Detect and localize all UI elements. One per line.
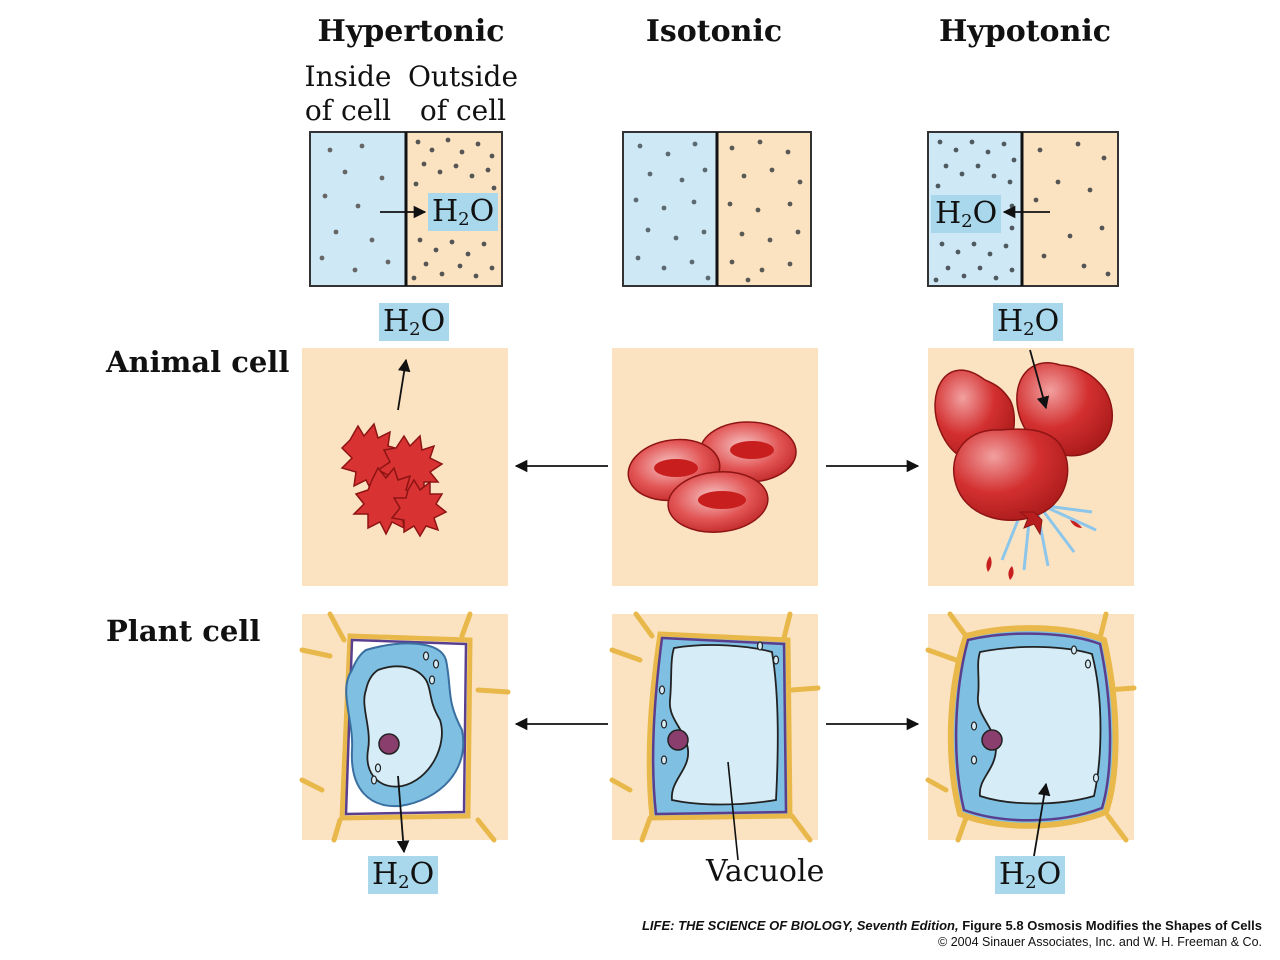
label-inside: Inside — [304, 60, 392, 93]
label-of-cell-outside: of cell — [419, 94, 507, 127]
source-credit: LIFE: THE SCIENCE OF BIOLOGY, Seventh Ed… — [642, 918, 1262, 933]
water-label-top-hypertonic: H2O — [428, 193, 499, 231]
label-outside: Outside — [407, 60, 519, 93]
plant-cell-plasmolyzed — [339, 633, 473, 854]
water-label-plant-hypertonic: H2O — [368, 856, 439, 894]
water-label-animal-hypotonic: H2O — [993, 303, 1064, 341]
header-hypertonic: Hypertonic — [317, 14, 505, 49]
row-label-animal-cell: Animal cell — [106, 345, 290, 379]
header-isotonic: Isotonic — [645, 14, 783, 49]
vacuole-label: Vacuole — [706, 854, 825, 889]
book-title: LIFE: THE SCIENCE OF BIOLOGY, Seventh Ed… — [641, 918, 959, 933]
solution-box-isotonic — [622, 131, 812, 287]
solute-dots-inside — [319, 143, 391, 273]
label-of-cell-inside: of cell — [304, 94, 392, 127]
plant-cell-flaccid — [646, 631, 793, 861]
normal-red-blood-cells — [627, 421, 797, 533]
water-label-top-hypotonic: H2O — [931, 195, 1002, 233]
water-label-plant-hypotonic: H2O — [995, 856, 1066, 894]
figure-caption: Figure 5.8 Osmosis Modifies the Shapes o… — [958, 918, 1262, 933]
header-hypotonic: Hypotonic — [938, 14, 1112, 49]
label-outside-of-cell: Outside of cell — [403, 60, 523, 128]
solute-dots-outside — [411, 137, 497, 281]
label-inside-of-cell: Inside of cell — [298, 60, 398, 128]
plant-cell-turgid — [947, 625, 1119, 857]
shriveled-red-blood-cells — [340, 422, 448, 538]
row-label-plant-cell: Plant cell — [106, 614, 261, 648]
copyright: © 2004 Sinauer Associates, Inc. and W. H… — [938, 935, 1262, 949]
water-label-animal-hypertonic: H2O — [379, 303, 450, 341]
